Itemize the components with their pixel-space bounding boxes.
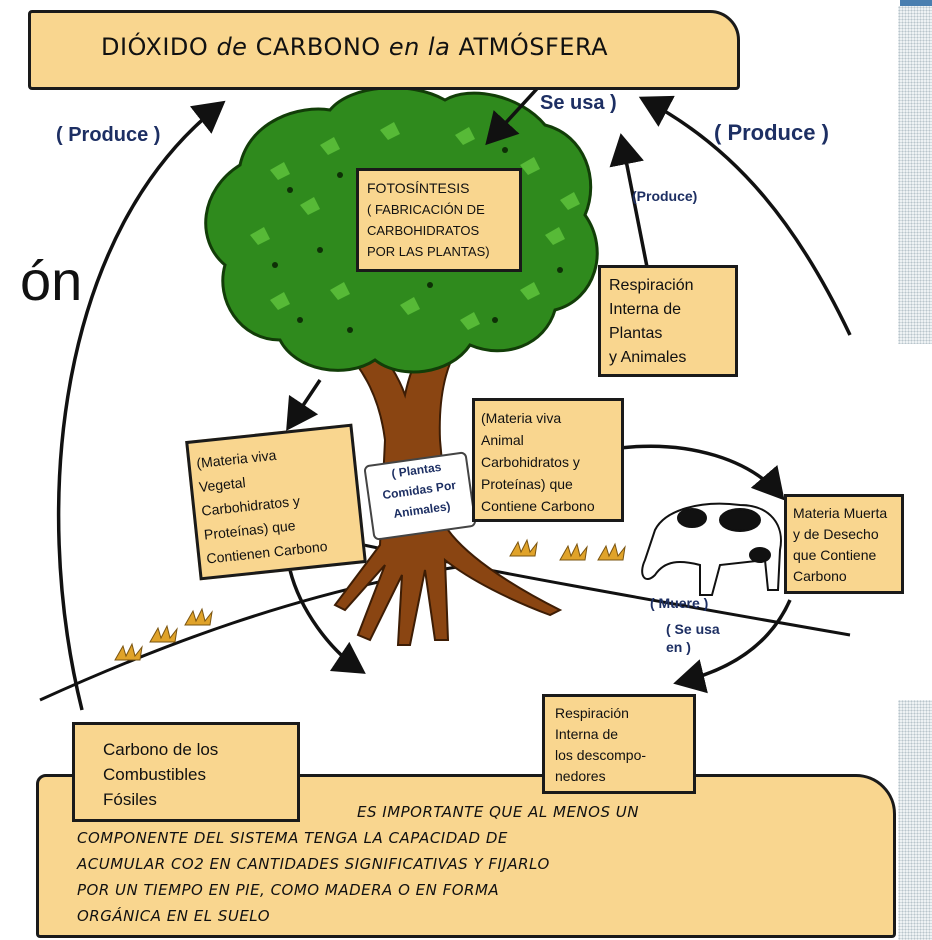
animal-line-1: (Materia viva (481, 410, 562, 426)
title-part-1: DIÓXIDO (101, 33, 217, 61)
box-fotosintesis: FOTOSÍNTESIS ( FABRICACIÓN DE CARBOHIDRA… (356, 168, 522, 272)
footer-line-2: COMPONENTE DEL SISTEMA TENGA LA CAPACIDA… (77, 829, 508, 847)
muerta-line-3: que Contiene (793, 547, 877, 563)
combustibles-line-2: Combustibles (103, 765, 206, 784)
title-part-3: ATMÓSFERA (450, 33, 609, 61)
box-combustibles-fosiles: Carbono de los Combustibles Fósiles (72, 722, 300, 822)
slide-title-fragment: ón (20, 249, 83, 312)
resp-plantas-line-4: y Animales (609, 349, 687, 366)
combustibles-line-3: Fósiles (103, 790, 157, 809)
title-part-de: de (216, 33, 248, 61)
title-part-2: CARBONO (247, 33, 389, 61)
box-materia-animal: (Materia viva Animal Carbohidratos y Pro… (472, 398, 624, 522)
descomp-line-1: Respiración (555, 705, 629, 721)
box-respiracion-plantas: Respiración Interna de Plantas y Animale… (598, 265, 738, 377)
animal-line-5: Contiene Carbono (481, 498, 595, 514)
slide-pattern-strip-bottom (898, 700, 932, 940)
descomp-line-2: Interna de (555, 726, 619, 742)
box-respiracion-descomponedores: Respiración Interna de los descompo- ned… (542, 694, 696, 794)
label-produce-right: ( Produce ) (714, 120, 829, 145)
muerta-line-2: y de Desecho (793, 526, 879, 542)
cycle-arrows (56, 78, 852, 711)
arrow-right-produce (638, 95, 852, 336)
box-materia-muerta: Materia Muerta y de Desecho que Contiene… (784, 494, 904, 594)
atmosphere-title: DIÓXIDO de CARBONO en la ATMÓSFERA (101, 33, 608, 61)
slide-accent-bar (900, 0, 932, 6)
label-produce-left: ( Produce ) (56, 124, 161, 146)
grass-tufts (114, 538, 626, 661)
muerta-line-1: Materia Muerta (793, 505, 888, 521)
arrow-tree-to-vegetal (286, 379, 322, 431)
se-usa-en-line-1: ( Se usa (666, 621, 720, 637)
combustibles-line-1: Carbono de los (103, 740, 219, 759)
arrow-atmosphere-to-photosynthesis (485, 78, 547, 146)
arrow-left-produce (56, 100, 226, 711)
resp-plantas-line-1: Respiración (609, 277, 694, 294)
atmosphere-banner: DIÓXIDO de CARBONO en la ATMÓSFERA (28, 10, 740, 90)
arrow-respiration-to-atmosphere (609, 133, 650, 273)
arrow-dead-to-decomposers (673, 599, 792, 694)
cow-illustration (641, 502, 782, 596)
title-part-en: en la (388, 33, 451, 61)
footer-line-4: POR UN TIEMPO EN PIE, COMO MADERA O EN F… (77, 881, 500, 899)
se-usa-en-line-2: en ) (666, 639, 691, 655)
animal-line-3: Carbohidratos y (481, 454, 580, 470)
footer-line-3: ACUMULAR CO2 EN CANTIDADES SIGNIFICATIVA… (77, 855, 550, 873)
footer-line-1: ES IMPORTANTE QUE AL MENOS UN (357, 803, 639, 821)
label-se-usa: Se usa ) (540, 92, 617, 114)
muerta-line-4: Carbono (793, 568, 847, 584)
fotosintesis-line-2: ( FABRICACIÓN DE (367, 202, 485, 217)
arrow-animal-to-dead (619, 444, 785, 501)
box-materia-vegetal: (Materia viva Vegetal Carbohidratos y Pr… (185, 423, 367, 581)
resp-plantas-line-3: Plantas (609, 325, 663, 342)
label-se-usa-en: ( Se usa en ) (666, 620, 720, 656)
plantas-comidas-band: ( Plantas Comidas Por Animales) (363, 451, 477, 541)
fotosintesis-line-1: FOTOSÍNTESIS (367, 180, 470, 196)
descomp-line-3: los descompo- (555, 747, 647, 763)
fotosintesis-line-3: CARBOHIDRATOS (367, 223, 480, 238)
slide-pattern-strip-top (898, 6, 932, 344)
label-produce-small: (Produce) (632, 188, 698, 204)
animal-line-4: Proteínas) que (481, 476, 573, 492)
fotosintesis-line-4: POR LAS PLANTAS) (367, 244, 490, 259)
resp-plantas-line-2: Interna de (609, 301, 682, 318)
label-muere: ( Muere ) (650, 595, 709, 611)
descomp-line-4: nedores (555, 768, 606, 784)
arrow-vegetal-to-ground (288, 569, 366, 674)
animal-line-2: Animal (481, 432, 524, 448)
footer-line-5: ORGÁNICA EN EL SUELO (77, 907, 271, 925)
